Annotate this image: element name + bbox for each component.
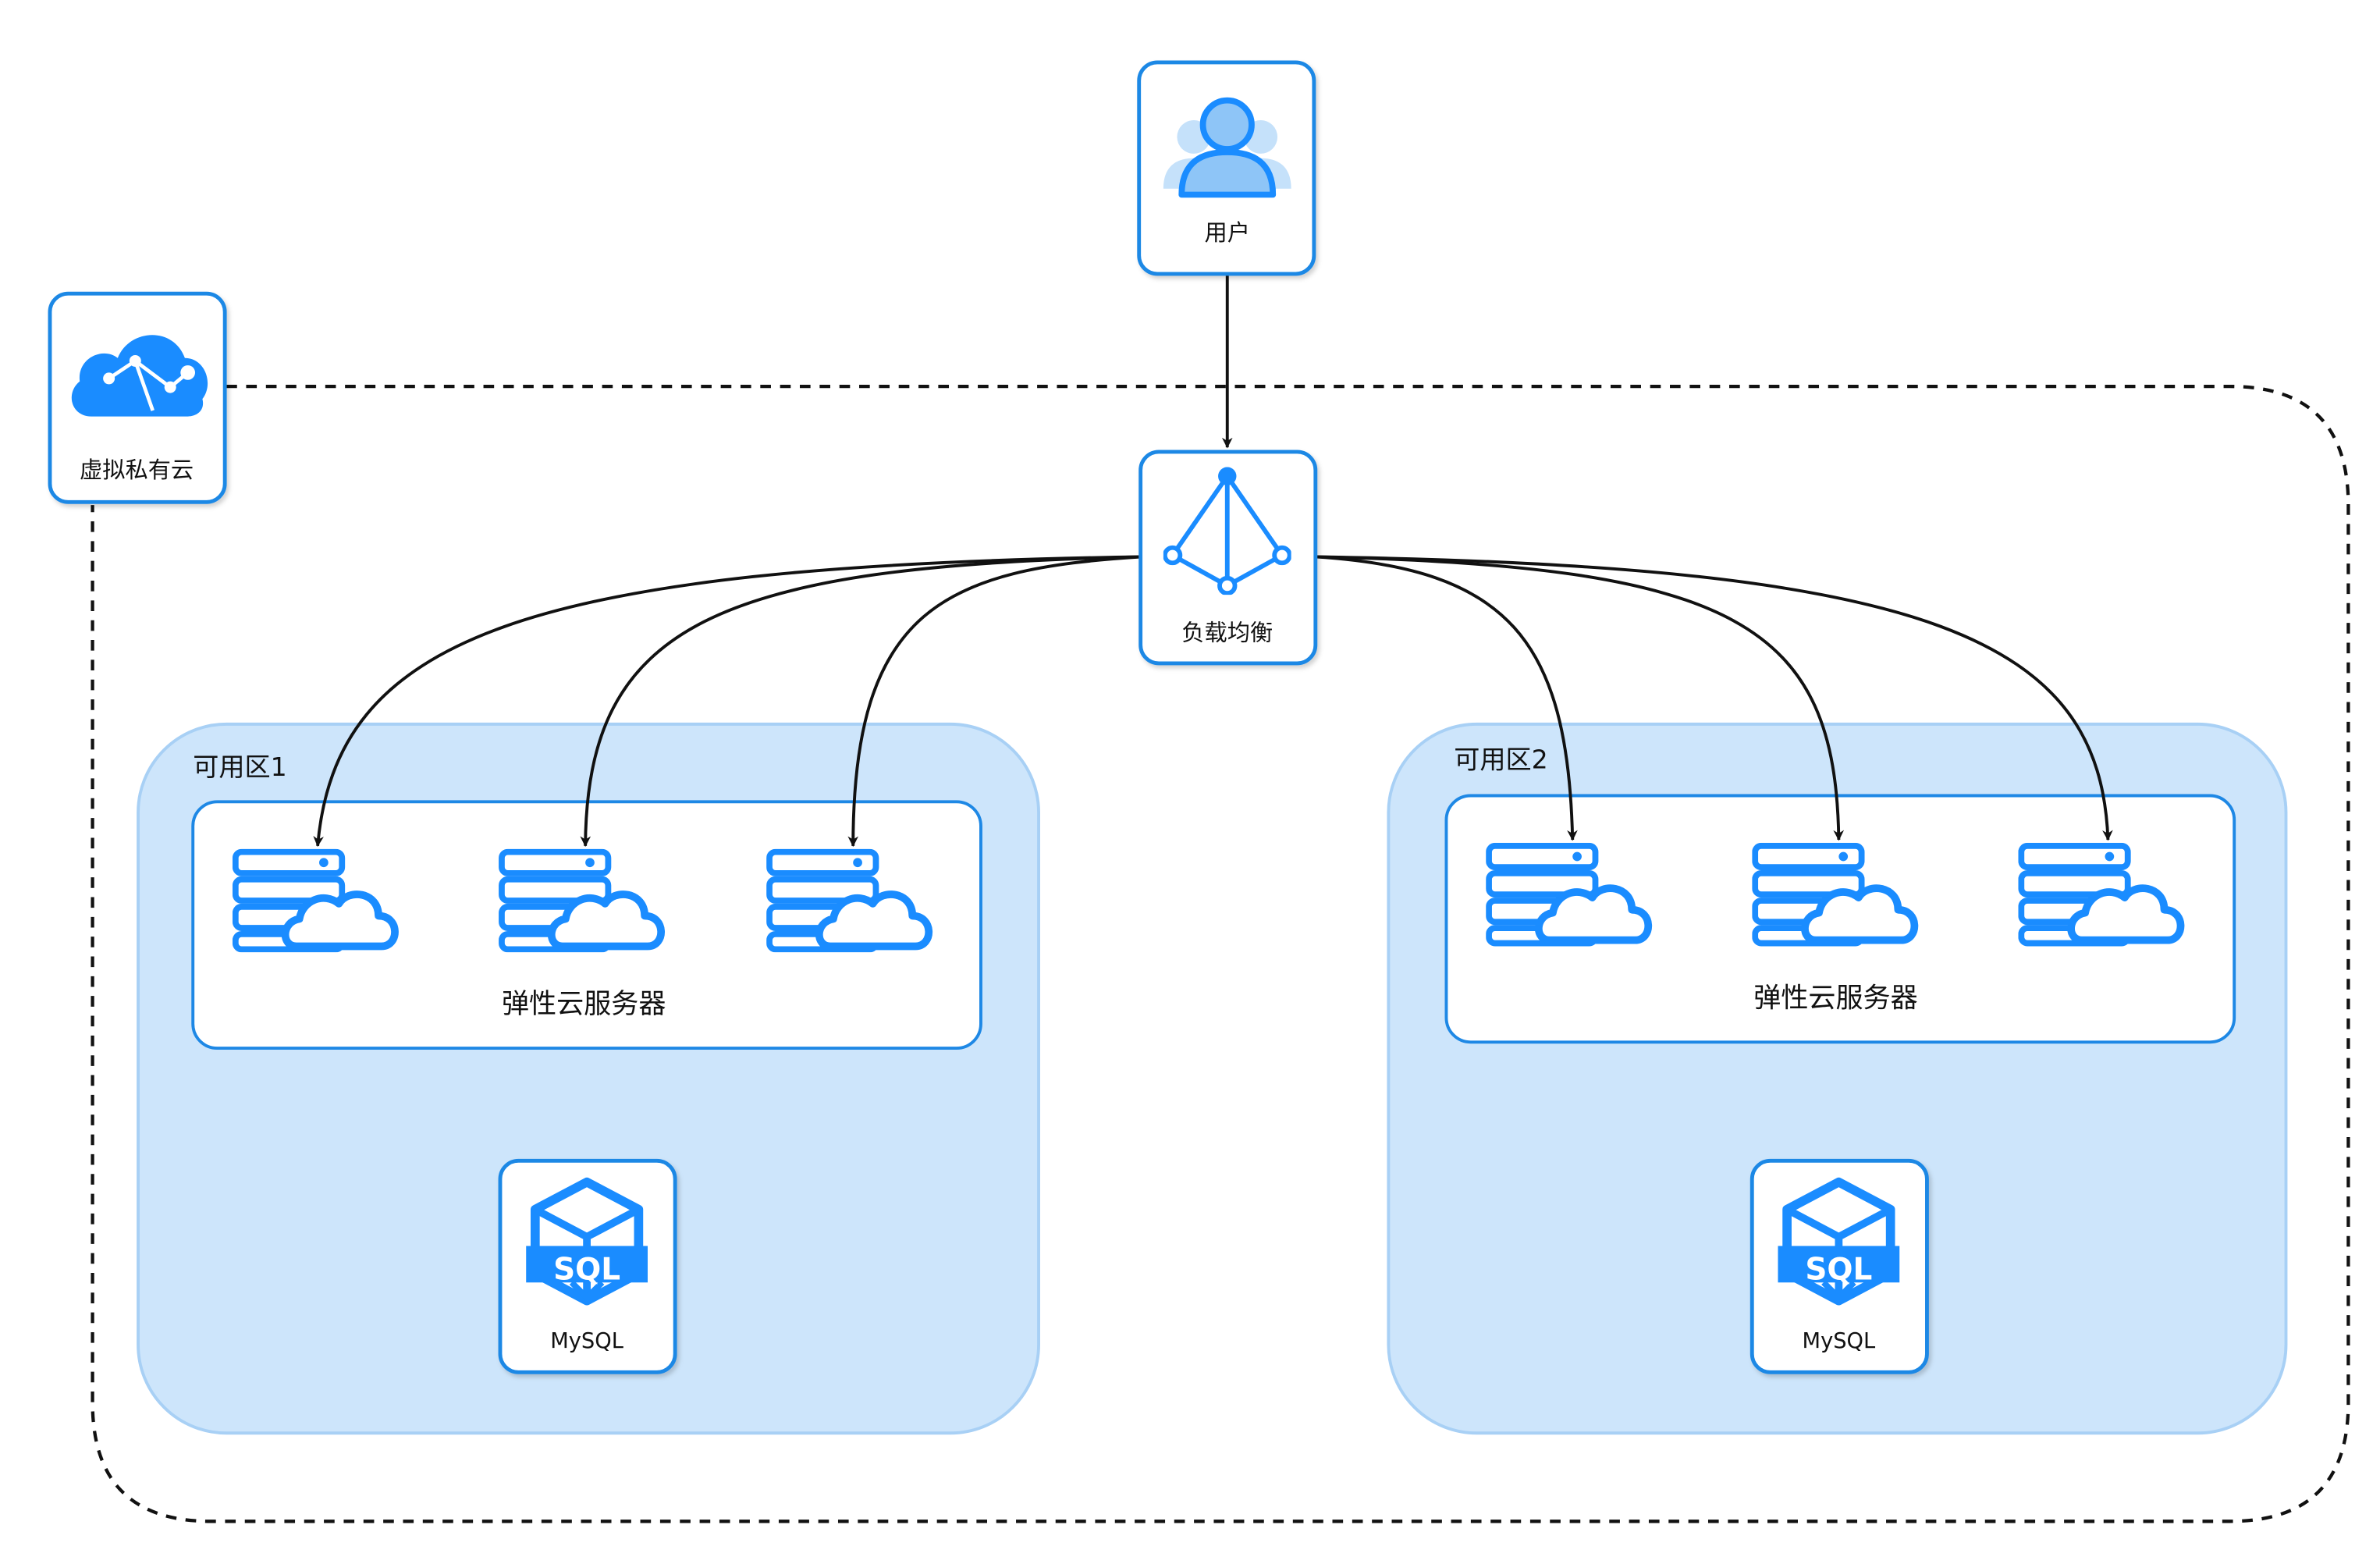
sql-icon-text: SQL	[553, 1252, 620, 1287]
mysql-node[interactable]: SQL MySQL	[1749, 1158, 1929, 1374]
connector-lb-to-server	[580, 555, 1142, 848]
ecs-group-label: 弹性云服务器	[1753, 982, 1917, 1014]
zone-label: 可用区1	[193, 752, 286, 782]
user-node[interactable]: 用户	[1137, 60, 1316, 276]
vpc-label: 虚拟私有云	[80, 457, 194, 483]
connector-lb-to-server	[1315, 555, 1578, 841]
vpc-boundary	[91, 384, 2350, 1523]
zone-label: 可用区2	[1454, 744, 1547, 774]
sql-icon-text: SQL	[1805, 1252, 1872, 1287]
load-balancer-node[interactable]: 负载均衡	[1138, 450, 1318, 666]
connector-lb-to-server	[847, 555, 1142, 848]
mysql-label: MySQL	[1803, 1329, 1876, 1353]
mysql-label: MySQL	[550, 1329, 623, 1353]
connector-lb-to-server	[313, 555, 1142, 848]
availability-zone-2: 可用区2 弹性云服务器 SQL MySQL	[1387, 722, 2288, 1435]
mysql-node[interactable]: SQL MySQL	[498, 1158, 677, 1374]
load-balancer-label: 负载均衡	[1181, 620, 1273, 646]
connector-lb-to-server	[1315, 555, 2113, 841]
connector-lb-to-server	[1315, 555, 1845, 841]
user-label: 用户	[1205, 219, 1250, 246]
vpc-node[interactable]: 虚拟私有云	[48, 291, 227, 504]
ecs-group-label: 弹性云服务器	[502, 988, 666, 1020]
availability-zone-1: 可用区1 弹性云服务器 SQL MySQL	[137, 722, 1040, 1435]
